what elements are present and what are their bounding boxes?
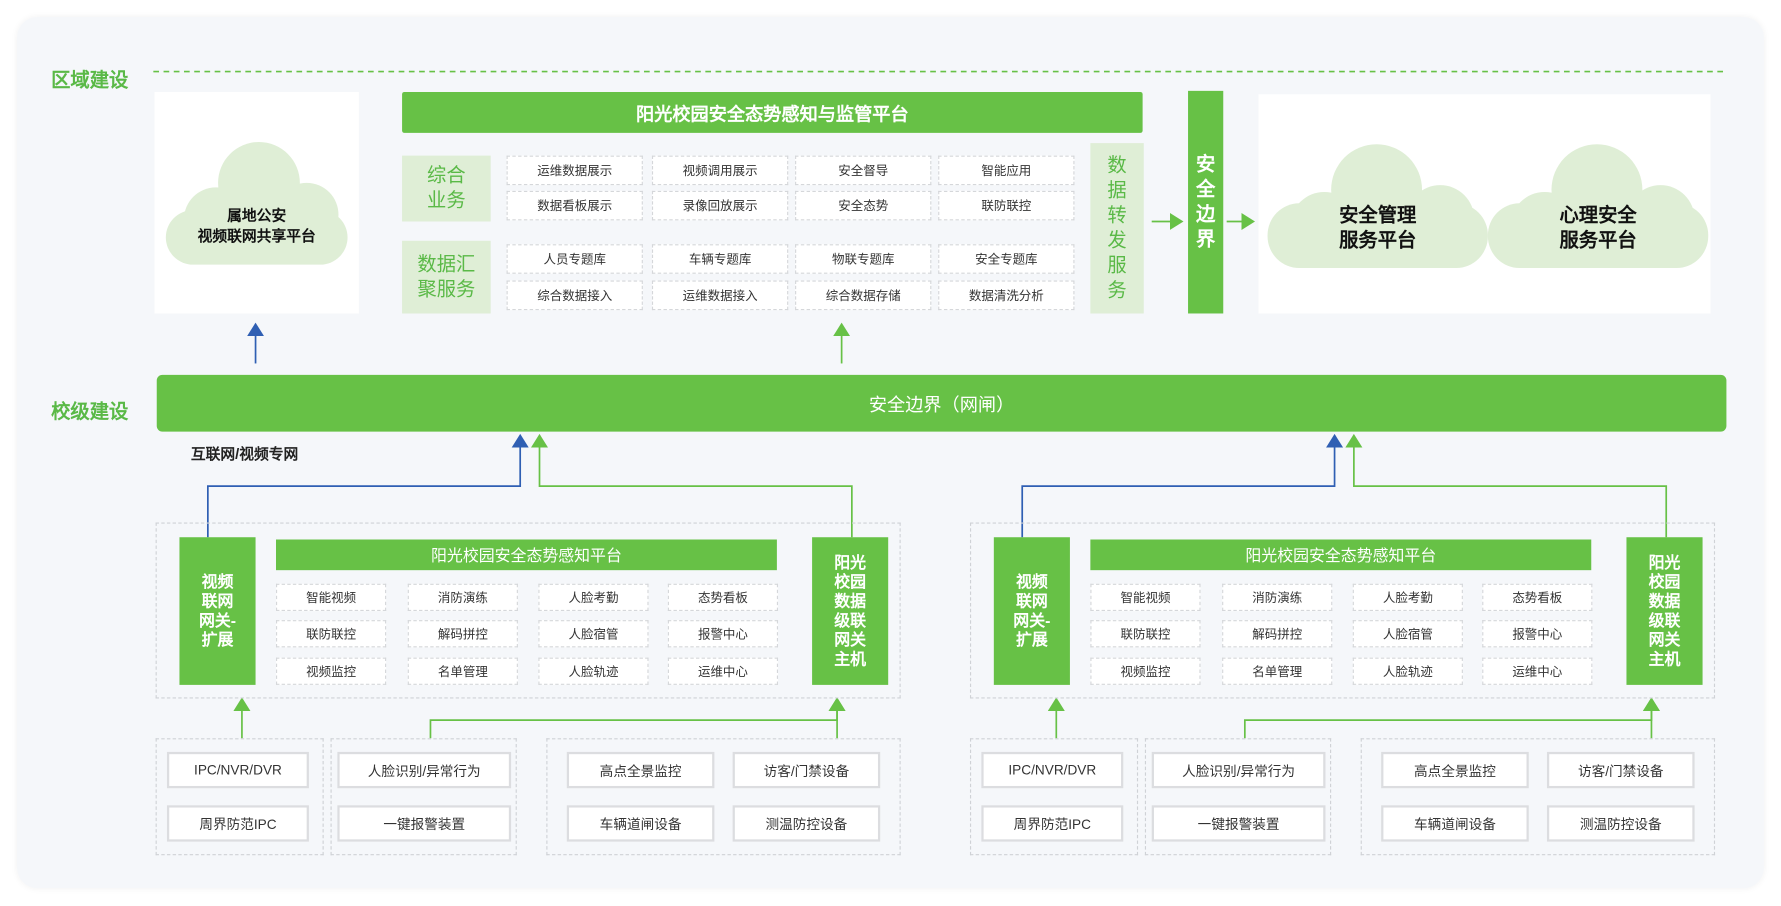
- cloud2-line1: 心理安全: [1559, 204, 1637, 227]
- region-section-label: 区域建设: [51, 69, 129, 91]
- school-platform-title: 阳光校园安全态势感知平台: [275, 539, 777, 571]
- school-function-cell: 人脸考勤: [538, 583, 649, 612]
- region-cell: 安全专题库: [938, 244, 1075, 274]
- school-function-cell: 人脸宿管: [538, 620, 649, 648]
- data-cascade-gateway-host: 阳光校园数据级联网关主机: [1626, 537, 1703, 685]
- region-cell: 数据看板展示: [506, 190, 643, 221]
- device-item: 高点全景监控: [566, 751, 715, 789]
- device-item: 高点全景监控: [1381, 751, 1529, 789]
- data-link-line: [530, 433, 853, 538]
- data-link-line: [1345, 433, 1668, 538]
- device-group-c: [1360, 738, 1716, 856]
- device-item: 车辆道闸设备: [1381, 805, 1529, 842]
- region-cell: 运维数据展示: [506, 155, 643, 186]
- school-function-cell: 名单管理: [1222, 657, 1333, 685]
- network-label: 互联网/视频专网: [190, 445, 299, 463]
- group2-label: 数据汇聚服务: [402, 240, 491, 314]
- cloud1-line1: 安全管理: [1339, 204, 1417, 227]
- school-function-cell: 人脸宿管: [1352, 620, 1463, 648]
- device-item: 周界防范IPC: [981, 805, 1124, 842]
- school-function-cell: 人脸考勤: [1352, 583, 1463, 612]
- school-function-cell: 解码拼控: [407, 620, 518, 648]
- region-cell: 视频调用展示: [651, 155, 789, 186]
- data-cascade-gateway-host: 阳光校园数据级联网关主机: [812, 537, 889, 685]
- cloud-icon: [165, 141, 348, 265]
- region-platform-title: 阳光校园安全态势感知与监管平台: [402, 91, 1143, 133]
- region-cell: 运维数据接入: [651, 280, 789, 311]
- school-function-cell: 报警中心: [1482, 620, 1593, 648]
- safety-management-platform: 安全管理 服务平台: [1268, 203, 1488, 253]
- region-cell: 综合数据接入: [506, 280, 643, 311]
- video-link-line: [1021, 433, 1344, 538]
- region-cell: 物联专题库: [795, 244, 932, 274]
- region-cell: 安全态势: [795, 190, 932, 221]
- region-cell: 综合数据存储: [795, 280, 932, 311]
- school-function-cell: 消防演练: [1222, 583, 1333, 612]
- group1-label: 综合业务: [402, 155, 491, 222]
- device-b-arrow: [429, 697, 846, 739]
- school-function-cell: 智能视频: [275, 583, 387, 612]
- region-cell: 安全督导: [795, 155, 932, 186]
- region-cell: 数据清洗分析: [938, 280, 1075, 311]
- video-link-line: [206, 433, 529, 538]
- school-section-label: 校级建设: [51, 400, 129, 423]
- region-cell: 录像回放展示: [651, 190, 789, 221]
- school-function-cell: 消防演练: [407, 583, 518, 612]
- device-item: 访客/门禁设备: [732, 751, 881, 789]
- school-function-cell: 名单管理: [407, 657, 518, 685]
- school-function-cell: 态势看板: [667, 583, 779, 612]
- cloud1-line2: 服务平台: [1339, 229, 1417, 252]
- school-function-cell: 解码拼控: [1222, 620, 1333, 648]
- police-platform-box: 属地公安 视频联网共享平台: [154, 91, 359, 314]
- cloud2-line2: 服务平台: [1559, 229, 1637, 252]
- device-b-arrow: [1243, 697, 1660, 739]
- device-item: 测温防控设备: [1546, 805, 1695, 842]
- device-group-a: [969, 738, 1139, 856]
- security-boundary-vertical: 安全边界: [1188, 90, 1224, 314]
- school-platform-title: 阳光校园安全态势感知平台: [1090, 539, 1592, 571]
- school-function-cell: 运维中心: [667, 657, 779, 685]
- device-item: 车辆道闸设备: [566, 805, 715, 842]
- device-item: 访客/门禁设备: [1546, 751, 1695, 789]
- services-box: 安全管理 服务平台 心理安全 服务平台: [1258, 94, 1711, 314]
- school-function-cell: 报警中心: [667, 620, 779, 648]
- region-cell: 智能应用: [938, 155, 1075, 186]
- video-gateway-box: 视频联网网关-扩展: [993, 537, 1070, 685]
- cloud-icons: [1267, 144, 1709, 269]
- police-platform-label: 属地公安 视频联网共享平台: [154, 206, 358, 247]
- device-group-c: [546, 738, 901, 856]
- school-function-cell: 智能视频: [1090, 583, 1201, 612]
- device-item: 一键报警装置: [1151, 805, 1326, 842]
- school-function-cell: 视频监控: [1090, 657, 1201, 685]
- school-platform-panel: [969, 522, 1716, 699]
- device-group-a: [155, 738, 324, 856]
- device-item: 人脸识别/异常行为: [337, 751, 512, 789]
- psychological-safety-platform: 心理安全 服务平台: [1488, 203, 1708, 253]
- device-item: 测温防控设备: [732, 805, 881, 842]
- region-cell: 人员专题库: [506, 244, 643, 274]
- school-function-cell: 人脸轨迹: [1352, 657, 1463, 685]
- region-cell: 联防联控: [938, 190, 1075, 221]
- school-platform-panel: [155, 522, 901, 699]
- school-function-cell: 视频监控: [275, 657, 387, 685]
- device-item: 周界防范IPC: [166, 805, 309, 842]
- police-line2: 视频联网共享平台: [197, 227, 316, 245]
- device-item: IPC/NVR/DVR: [166, 751, 309, 789]
- security-gateway-bar: 安全边界（网闸）: [156, 374, 1727, 432]
- device-item: 一键报警装置: [337, 805, 512, 842]
- device-group-b: [330, 738, 517, 856]
- school-function-cell: 态势看板: [1482, 583, 1593, 612]
- school-function-cell: 运维中心: [1482, 657, 1593, 685]
- school-function-cell: 联防联控: [1090, 620, 1201, 648]
- police-line1: 属地公安: [227, 206, 287, 224]
- device-item: IPC/NVR/DVR: [981, 751, 1124, 789]
- data-forward-service: 数据转发服务: [1090, 143, 1144, 314]
- region-cell: 车辆专题库: [651, 244, 789, 274]
- device-group-b: [1144, 738, 1332, 856]
- video-gateway-box: 视频联网网关-扩展: [179, 537, 256, 685]
- device-item: 人脸识别/异常行为: [1151, 751, 1326, 789]
- school-function-cell: 人脸轨迹: [538, 657, 649, 685]
- school-function-cell: 联防联控: [275, 620, 387, 648]
